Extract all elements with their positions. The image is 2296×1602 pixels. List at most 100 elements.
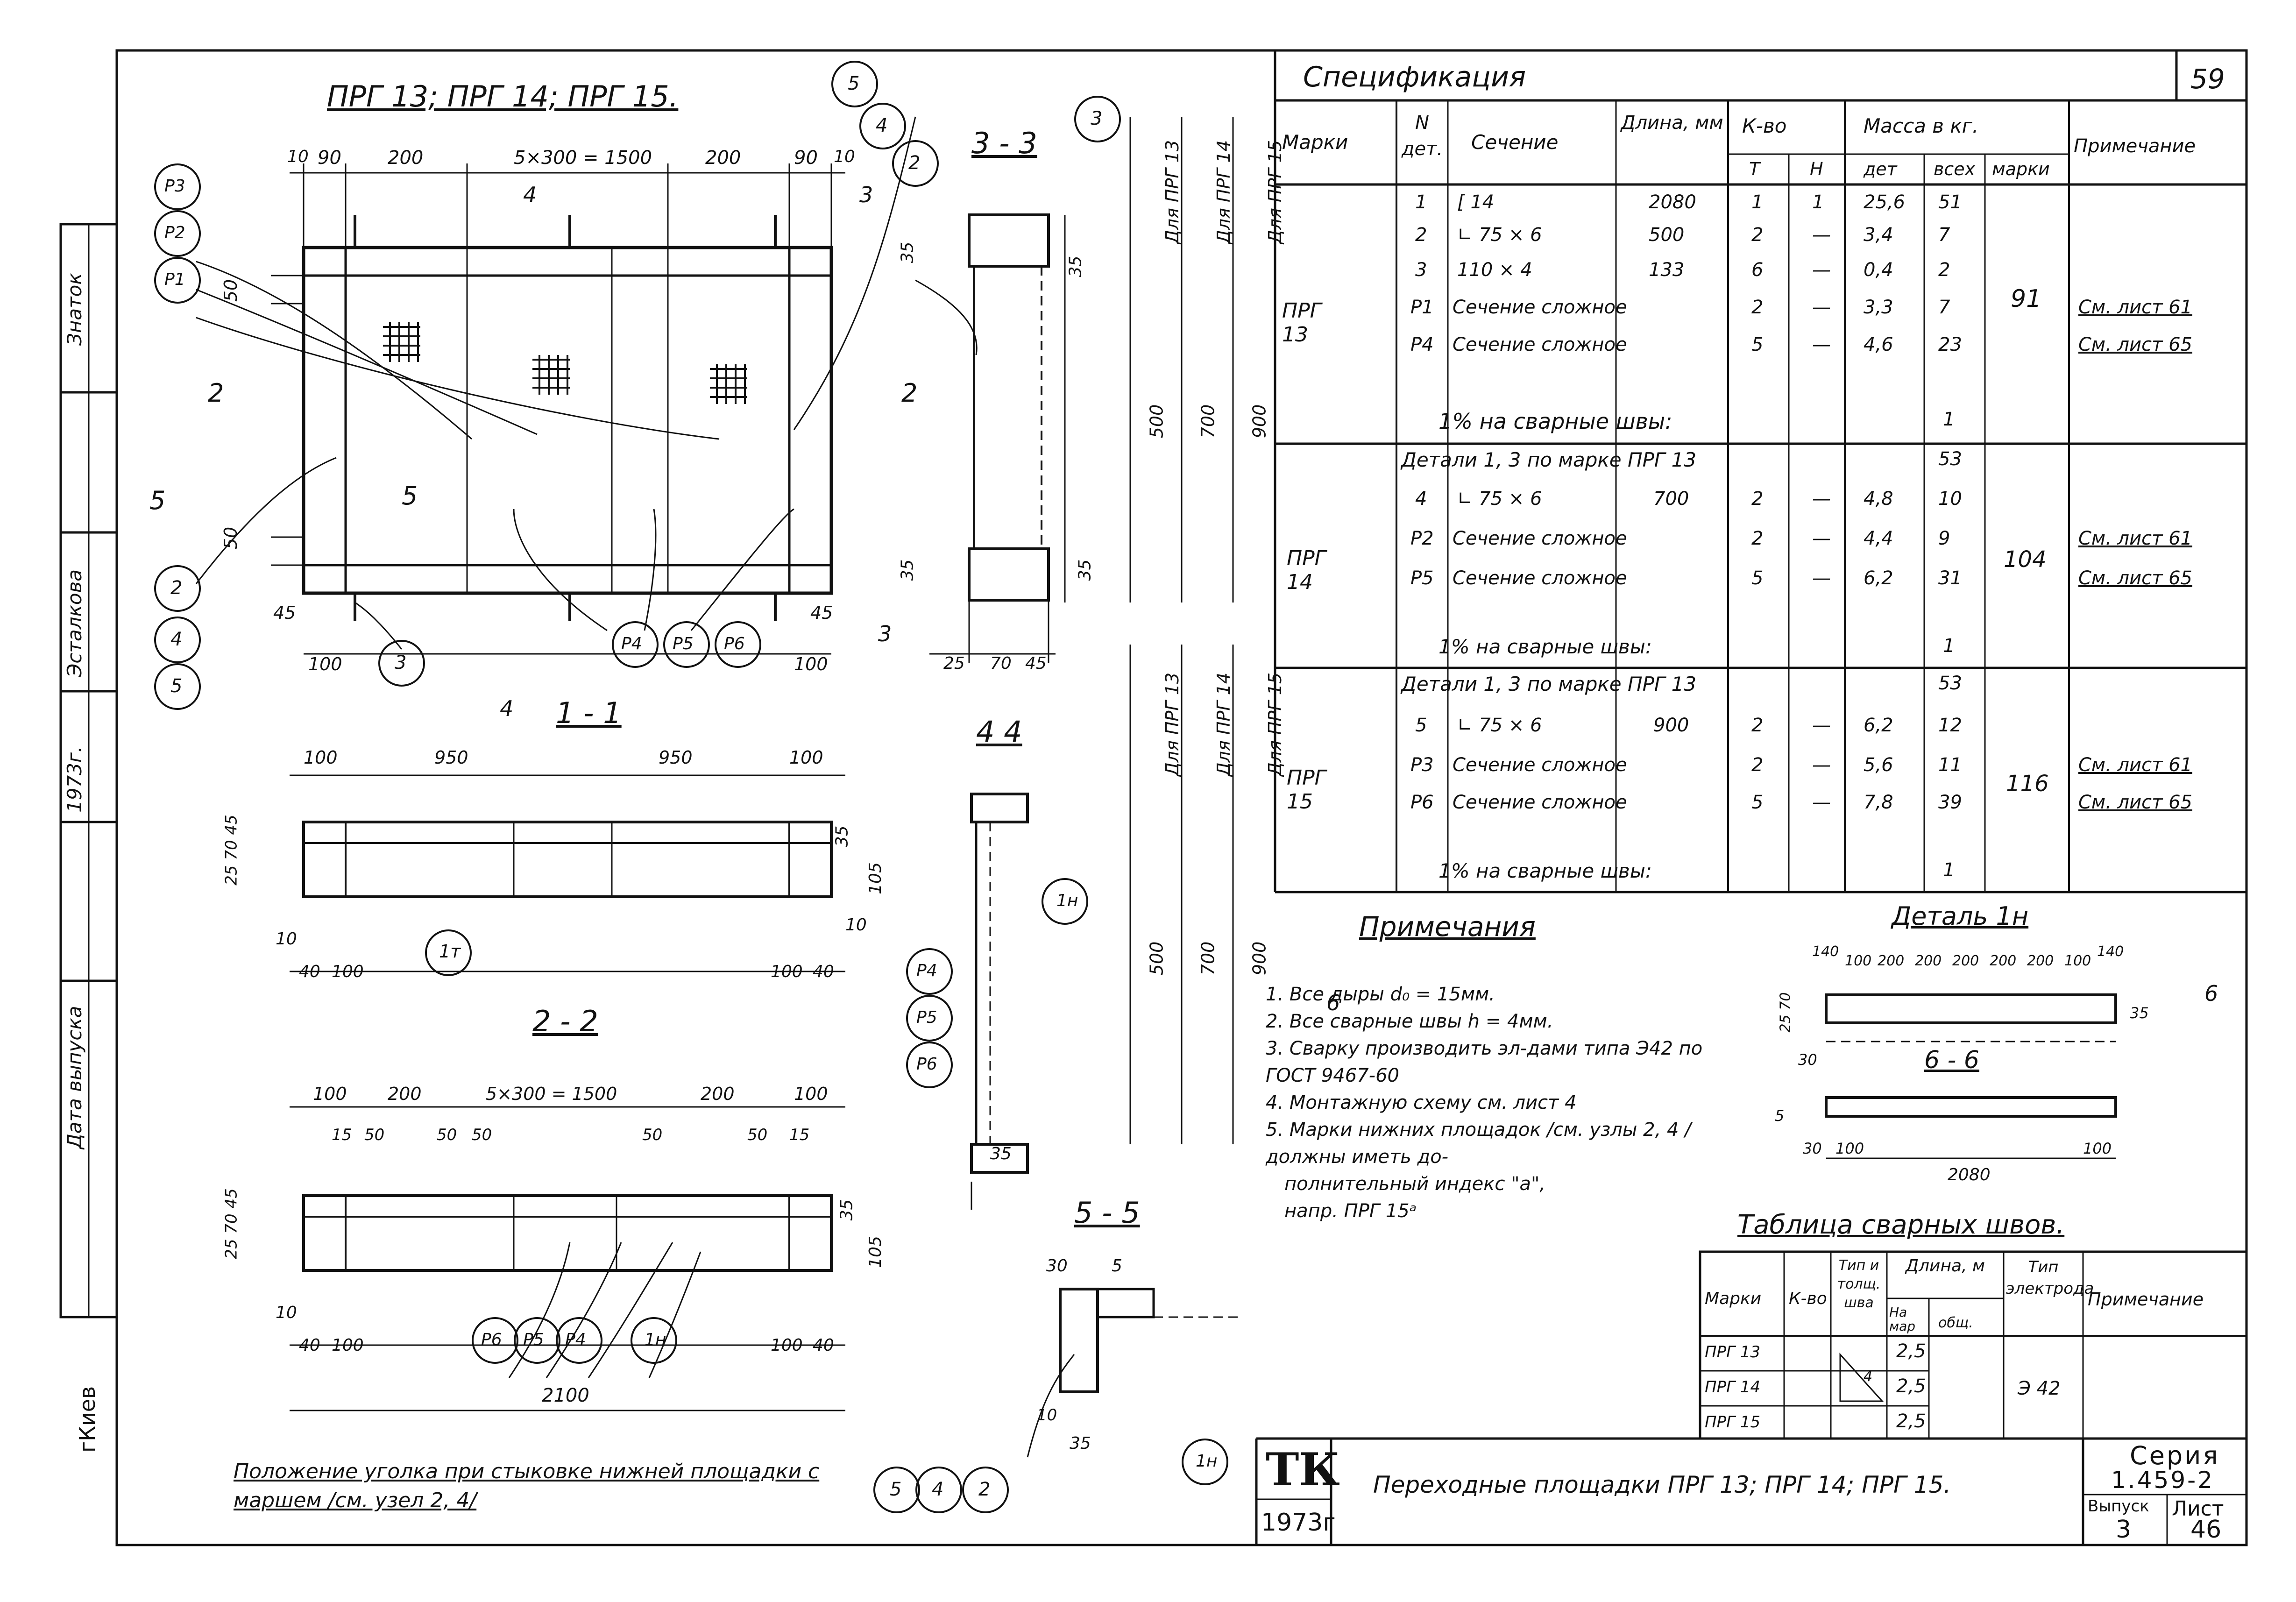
cell-section: Сечение сложное — [1453, 754, 1627, 776]
marker-circles — [154, 61, 1228, 1513]
cell-length: 900 — [1653, 715, 1689, 736]
notes-list: 1. Все дыры d₀ = 15мм. 2. Все сварные шв… — [1266, 981, 1714, 1225]
cell-note: См. лист 65 — [2078, 567, 2193, 589]
dim-2-2-100b: 100 — [794, 1084, 828, 1104]
cell-t: 6 — [1751, 259, 1764, 281]
cell-t: 2 — [1751, 715, 1764, 736]
for-label-13a: Для ПРГ 13 — [1162, 140, 1183, 244]
cell-section: [ 14 — [1457, 191, 1495, 213]
note-6: полнительный индекс "а", — [1284, 1173, 1546, 1195]
cell-mass-det: 4,4 — [1864, 528, 1893, 549]
weld-header-type: Тип и толщ. шва — [1837, 1257, 1881, 1311]
cell-section: Сечение сложное — [1453, 334, 1627, 355]
dim-2-2-1500: 5×300 = 1500 — [486, 1084, 617, 1104]
cell-mass-all: 7 — [1938, 224, 1950, 246]
dim-2-2-15a: 15 — [332, 1126, 352, 1144]
cut-mark-6b: 6 — [2204, 981, 2218, 1006]
dim-1-1-10b: 10 — [845, 915, 867, 935]
marker-p2: Р2 — [164, 223, 185, 242]
section-3-3-view — [929, 117, 1234, 663]
detail-dim-140a: 140 — [1812, 943, 1839, 960]
detail-dim-5: 5 — [1775, 1107, 1785, 1125]
dim-1-1-100a: 100 — [304, 747, 338, 768]
detail-1h-view — [1825, 993, 2117, 1159]
spec-header-mass-det: дет — [1864, 159, 1897, 179]
left-bar-label-4: Дата выпуска — [63, 1006, 86, 1149]
dim-1-1-100c: 100 — [332, 962, 364, 981]
spec-header-section: Сечение — [1471, 131, 1559, 154]
cell-section: ∟ 75 × 6 — [1457, 715, 1542, 736]
for-label-15b: Для ПРГ 15 — [1265, 672, 1285, 776]
cell-det: Р3 — [1410, 754, 1434, 776]
title-block-sheet: 46 — [2190, 1516, 2222, 1544]
weld-electrode-value: Э 42 — [2018, 1378, 2061, 1399]
weld-row-2-len: 2,5 — [1896, 1375, 1926, 1397]
detail-dim-140b: 140 — [2097, 943, 2124, 960]
marker-p4-22: Р4 — [565, 1330, 586, 1349]
cut-mark-3a: 3 — [859, 182, 873, 207]
sheet-number: 59 — [2190, 63, 2225, 95]
note-3: 3. Сварку производить эл-дами типа Э42 п… — [1266, 1038, 1703, 1086]
spec-weld-3: 1% на сварные швы: — [1439, 859, 1652, 882]
side-dim-700a: 700 — [1198, 404, 1219, 439]
dim-2-2-100a: 100 — [313, 1084, 347, 1104]
spec-weld-1: 1% на сварные швы: — [1439, 409, 1672, 434]
marker-4: 4 — [170, 629, 183, 650]
dim-1-1-950a: 950 — [434, 747, 468, 768]
spec-table-grid — [1275, 50, 2246, 892]
dim-2-2-200b: 200 — [701, 1084, 735, 1104]
marker-3-plan: 3 — [395, 652, 407, 673]
cell-mass-all: 7 — [1938, 297, 1950, 318]
title-block-title: Переходные площадки ПРГ 13; ПРГ 14; ПРГ … — [1373, 1471, 1951, 1498]
section-2-2-view — [290, 1106, 845, 1411]
cell-det: Р1 — [1410, 297, 1434, 318]
plan-dim-200b: 200 — [705, 147, 741, 169]
cut-mark-6: 6 — [1326, 990, 1340, 1015]
marker-2-top: 2 — [908, 152, 921, 174]
plan-side-50b: 50 — [220, 526, 241, 550]
city-label: гКиев — [75, 1386, 100, 1453]
side-dim-500b: 500 — [1146, 941, 1167, 976]
cell-section: ∟ 75 × 6 — [1457, 488, 1542, 510]
cell-mass-det: 3,3 — [1864, 297, 1893, 318]
dim-1-1-950b: 950 — [659, 747, 693, 768]
note-5: 5. Марки нижних площадок /см. узлы 2, 4 … — [1266, 1119, 1691, 1168]
title-block-sheet-label: Лист — [2172, 1497, 2224, 1521]
spec-head-3: Детали 1, 3 по марке ПРГ 13 — [1401, 673, 1697, 695]
title-block-year: 1973г — [1261, 1509, 1336, 1537]
marker-2: 2 — [170, 577, 183, 599]
title-block-series-label: Серия — [2130, 1441, 2220, 1470]
detail-title: Деталь 1н — [1892, 901, 2029, 931]
dim-2-2-left: 25 70 45 — [222, 1188, 241, 1259]
marker-4-top: 4 — [876, 115, 888, 136]
dim-3-3-45: 45 — [1025, 654, 1047, 673]
spec-header-mark: Марки — [1282, 131, 1348, 154]
cell-length: 700 — [1653, 488, 1689, 510]
cell-section: Сечение сложное — [1453, 567, 1627, 589]
cell-n: — — [1812, 297, 1831, 318]
weld-header-note: Примечание — [2088, 1289, 2204, 1310]
cell-mass-det: 0,4 — [1864, 259, 1893, 281]
marker-p6-22: Р6 — [481, 1330, 502, 1349]
weld-type-value: 4 — [1864, 1368, 1873, 1385]
cut-mark-5b: 5 — [402, 481, 418, 510]
weld-header-len-one: На мар — [1889, 1304, 1916, 1334]
dim-2-2-200a: 200 — [388, 1084, 422, 1104]
detail-dim-200c: 200 — [1952, 953, 1979, 969]
cell-note: См. лист 65 — [2078, 334, 2193, 355]
for-label-14a: Для ПРГ 14 — [1213, 140, 1234, 244]
cell-note: См. лист 61 — [2078, 754, 2193, 776]
marker-5: 5 — [170, 675, 183, 697]
cell-mass-all: 31 — [1938, 567, 1962, 589]
cell-mass-det: 3,4 — [1864, 224, 1893, 246]
dim-3-3-35c: 35 — [898, 559, 917, 581]
for-label-13b: Для ПРГ 13 — [1162, 672, 1183, 776]
marker-p4-44: Р4 — [916, 961, 937, 980]
spec-header-detno: N дет. — [1401, 112, 1443, 160]
dim-2-2-50a: 50 — [364, 1126, 385, 1144]
section-3-3-title: 3 - 3 — [971, 126, 1037, 160]
cell-mass-det: 4,6 — [1864, 334, 1893, 355]
section-4-4-title: 4 4 — [976, 715, 1022, 749]
cell-t: 2 — [1751, 754, 1764, 776]
